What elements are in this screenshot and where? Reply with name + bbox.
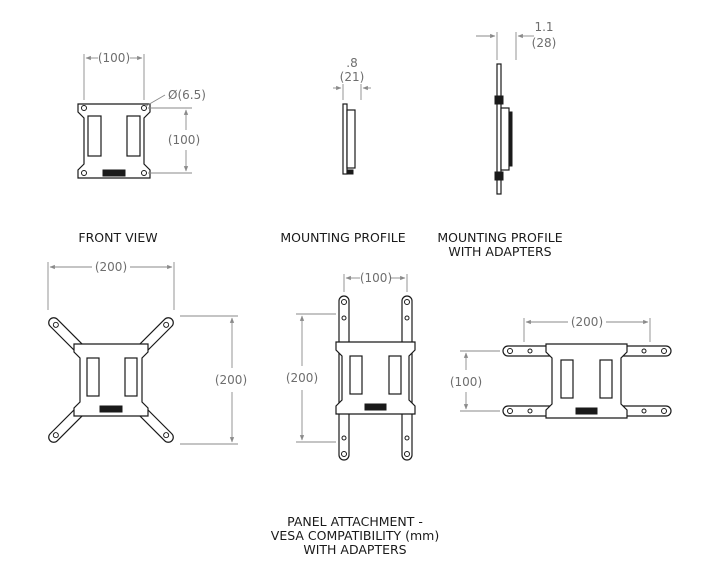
profile-adapters-caption-1: MOUNTING PROFILE xyxy=(437,230,562,245)
panel-wide-width-dim: (200) xyxy=(571,315,603,329)
front-view: (100) (100) Ø(6.5) FRONT VIEW xyxy=(77,51,206,245)
panel-wide-adapters: (200) (100) xyxy=(450,315,672,419)
profile-mm-dim: (21) xyxy=(340,70,365,84)
front-height-dim: (100) xyxy=(168,133,200,147)
bottom-caption-line-3: WITH ADAPTERS xyxy=(303,542,406,557)
mounting-profile: .8 (21) MOUNTING PROFILE xyxy=(280,56,405,245)
panel-x-adapters: (200) (200) xyxy=(47,260,247,445)
panel-wide-height-dim: (100) xyxy=(450,375,482,389)
panel-h-adapters: (100) (200) xyxy=(286,271,416,461)
profile-adapters-inch-dim: 1.1 xyxy=(534,20,553,34)
bottom-caption-line-2: VESA COMPATIBILITY (mm) xyxy=(271,528,439,543)
panel-h-width-dim: (100) xyxy=(360,271,392,285)
hole-diameter-dim: Ø(6.5) xyxy=(168,88,206,102)
profile-adapters-mm-dim: (28) xyxy=(532,36,557,50)
profile-inch-dim: .8 xyxy=(346,56,357,70)
front-view-caption: FRONT VIEW xyxy=(78,230,157,245)
front-width-dim: (100) xyxy=(98,51,130,65)
panel-attachment-caption: PANEL ATTACHMENT - VESA COMPATIBILITY (m… xyxy=(271,514,439,557)
mounting-profile-caption: MOUNTING PROFILE xyxy=(280,230,405,245)
bottom-caption-line-1: PANEL ATTACHMENT - xyxy=(287,514,423,529)
profile-adapters-caption-2: WITH ADAPTERS xyxy=(448,244,551,259)
panel-x-height-dim: (200) xyxy=(215,373,247,387)
panel-x-width-dim: (200) xyxy=(95,260,127,274)
panel-h-height-dim: (200) xyxy=(286,371,318,385)
mounting-profile-adapters: 1.1 (28) MOUNTING PROFILE WITH ADAPTERS xyxy=(437,20,562,259)
